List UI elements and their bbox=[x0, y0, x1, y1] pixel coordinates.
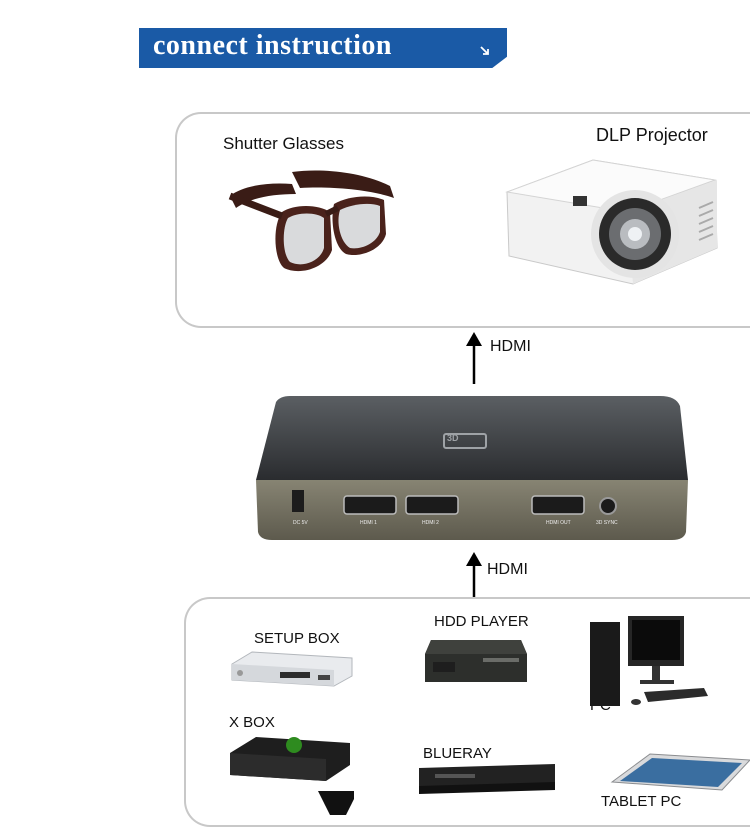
setup-box-image bbox=[231, 651, 353, 687]
port-label-dc5v: DC 5V bbox=[293, 520, 308, 526]
blueray-label: BLUERAY bbox=[423, 745, 492, 762]
switch-box-logo: 3D bbox=[447, 433, 459, 443]
port-label-hdmi2: HDMI 2 bbox=[422, 520, 439, 526]
banner-title: connect instruction bbox=[153, 30, 392, 61]
section-banner: connect instruction bbox=[139, 28, 507, 68]
arrow-up-icon bbox=[466, 332, 482, 384]
hdmi-3d-switch-box bbox=[256, 396, 688, 540]
output-hdmi-label: HDMI bbox=[490, 338, 531, 355]
port-label-hdmi1: HDMI 1 bbox=[360, 520, 377, 526]
hdd-player-label: HDD PLAYER bbox=[434, 613, 529, 630]
blueray-image bbox=[419, 764, 555, 794]
hdd-player-image bbox=[425, 640, 527, 682]
dlp-projector-image bbox=[505, 159, 718, 285]
xbox-image bbox=[230, 737, 354, 815]
port-label-hdmi-out: HDMI OUT bbox=[546, 520, 571, 526]
port-label-3d-sync: 3D SYNC bbox=[596, 520, 618, 526]
arrow-up-icon bbox=[466, 552, 482, 598]
dlp-projector-label: DLP Projector bbox=[596, 125, 708, 145]
tablet-pc-label: TABLET PC bbox=[601, 793, 682, 810]
pc-image bbox=[590, 616, 708, 706]
tablet-pc-image bbox=[610, 753, 750, 791]
input-hdmi-label: HDMI bbox=[487, 561, 528, 578]
xbox-label: X BOX bbox=[229, 714, 275, 731]
setup-box-label: SETUP BOX bbox=[254, 630, 340, 647]
shutter-glasses-image bbox=[228, 170, 394, 272]
arrow-down-right-icon bbox=[480, 46, 489, 55]
shutter-glasses-label: Shutter Glasses bbox=[223, 134, 344, 153]
